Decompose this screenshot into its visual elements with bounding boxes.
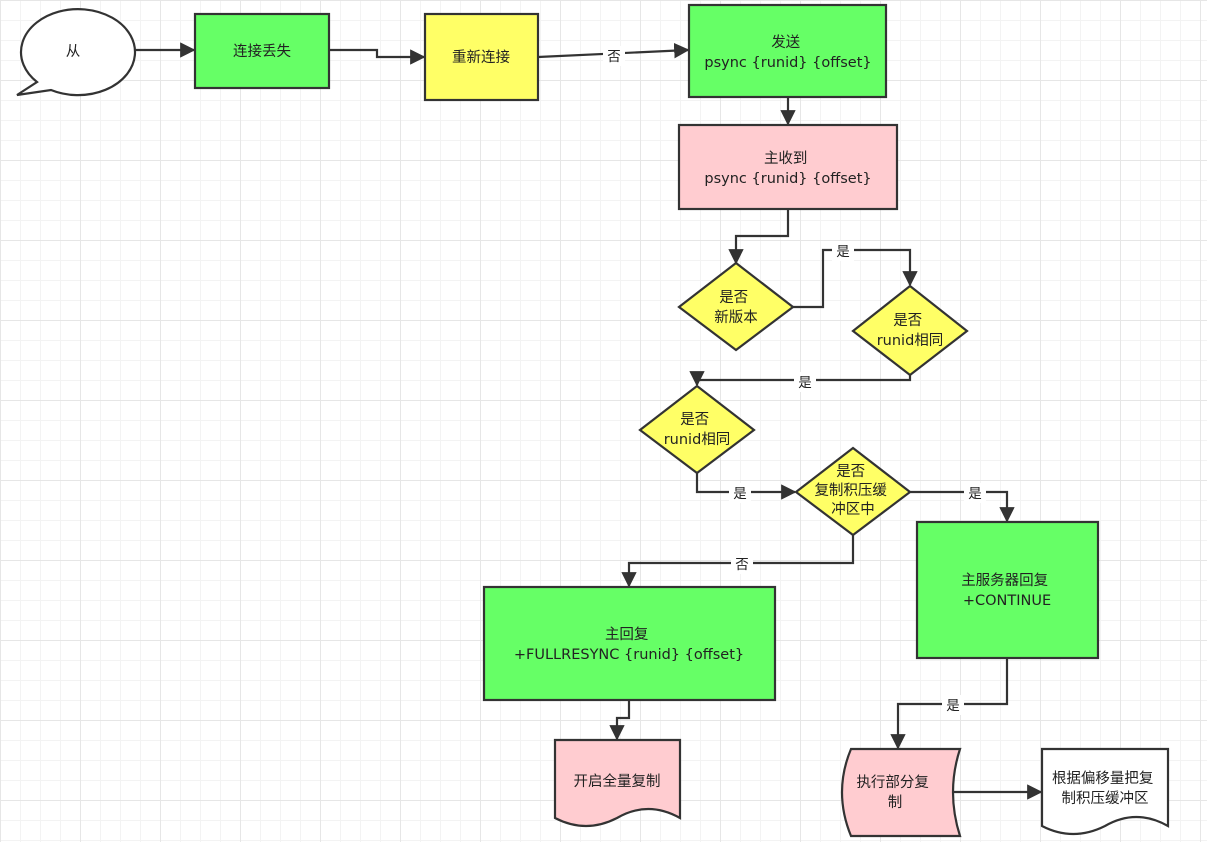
node-continue-text: 主服务器回复 +CONTINUE [961, 571, 1053, 609]
node-partial-copy-text: 执行部分复 制 [856, 773, 933, 811]
node-send-psync-text: 发送 psync {runid} {offset} [704, 34, 871, 71]
node-disconnect-text: 连接丢失 [233, 43, 291, 60]
node-fullresync-text: 主回复 +FULLRESYNC {runid} {offset} [514, 625, 744, 663]
node-full-copy: 开启全量复制 [553, 738, 682, 828]
node-slave-text: 从 [66, 44, 81, 60]
node-new-version: 是否 新版本 [677, 261, 795, 352]
node-partial-copy-shape [840, 747, 962, 838]
svg-text:是: 是 [733, 486, 747, 502]
node-continue-shape [915, 520, 1100, 660]
edge-label-backlog-yes: 是 [964, 483, 986, 503]
node-master-receive-text: 主收到 psync {runid} {offset} [704, 150, 871, 187]
node-master-receive: 主收到 psync {runid} {offset} [677, 123, 899, 211]
node-runid-same-2-text: 是否 runid相同 [664, 412, 731, 448]
svg-text:是: 是 [968, 486, 982, 502]
node-copy-by-offset: 根据偏移量把复 制积压缓冲区 [1040, 747, 1170, 836]
node-in-backlog-shape [794, 446, 912, 537]
edge-label-backlog-no: 否 [731, 554, 753, 574]
edge-label-runid1-yes: 是 [794, 372, 816, 392]
node-reconnect-shape [423, 12, 540, 102]
node-disconnect-shape [193, 12, 331, 90]
node-new-version-text: 是否 新版本 [714, 290, 758, 326]
edge-fullresync-to-full-copy [609, 700, 631, 741]
node-in-backlog-text: 是否 复制积压缓 冲区中 [814, 464, 891, 518]
node-full-copy-text: 开启全量复制 [574, 772, 661, 790]
node-runid-same-1-text: 是否 runid相同 [877, 313, 944, 349]
node-copy-by-offset-shape [1040, 747, 1170, 836]
node-runid-same-2-shape [638, 384, 756, 475]
node-in-backlog: 是否 复制积压缓 冲区中 [794, 446, 912, 537]
node-full-copy-shape [553, 738, 682, 828]
svg-text:是: 是 [946, 698, 960, 714]
node-send-psync: 发送 psync {runid} {offset} [687, 3, 888, 99]
svg-text:否: 否 [607, 49, 621, 65]
node-copy-by-offset-text: 根据偏移量把复 制积压缓冲区 [1052, 769, 1158, 807]
node-send-psync-shape [687, 3, 888, 99]
edge-new-version-to-runid1 [793, 248, 918, 309]
svg-text:是: 是 [836, 244, 850, 260]
edge-label-reconnect-to-send: 否 [603, 46, 625, 66]
node-reconnect: 重新连接 [423, 12, 540, 102]
edge-label-runid2-yes: 是 [729, 483, 751, 503]
node-fullresync-shape [482, 585, 777, 702]
edge-label-continue-yes: 是 [942, 695, 964, 715]
node-master-receive-shape [677, 123, 899, 211]
edge-runid2-to-backlog [695, 473, 797, 500]
node-runid-same-1-shape [851, 284, 969, 377]
node-partial-copy: 执行部分复 制 [840, 747, 962, 838]
node-reconnect-text: 重新连接 [452, 49, 510, 66]
svg-text:是: 是 [798, 375, 812, 391]
node-slave: 从 [16, 8, 137, 97]
edge-label-new-version-yes: 是 [832, 241, 854, 261]
node-continue: 主服务器回复 +CONTINUE [915, 520, 1100, 660]
node-fullresync: 主回复 +FULLRESYNC {runid} {offset} [482, 585, 777, 702]
node-runid-same-1: 是否 runid相同 [851, 284, 969, 377]
edge-backlog-to-continue [910, 490, 1015, 523]
node-runid-same-2: 是否 runid相同 [638, 384, 756, 475]
edge-disconnect-to-reconnect [329, 48, 426, 65]
svg-text:否: 否 [735, 557, 749, 573]
node-slave-shape [16, 8, 137, 97]
edge-master-to-new-version [728, 209, 790, 265]
node-disconnect: 连接丢失 [193, 12, 331, 90]
node-new-version-shape [677, 261, 795, 352]
